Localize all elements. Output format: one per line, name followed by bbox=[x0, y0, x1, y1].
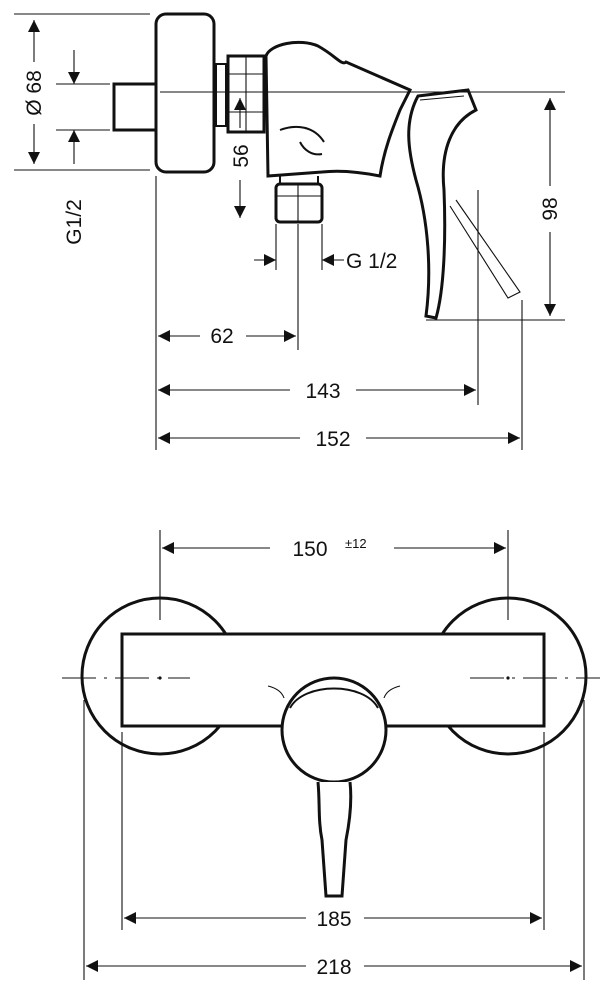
dim-width-total: 218 bbox=[316, 956, 351, 979]
shower-outlet bbox=[274, 182, 324, 224]
dim-width-body: 185 bbox=[316, 908, 351, 931]
dim-depth-lever: 143 bbox=[305, 380, 340, 403]
dim-height-outlet: 56 bbox=[230, 144, 253, 167]
control-knob bbox=[280, 676, 388, 784]
lever-front bbox=[316, 781, 353, 898]
dim-height-lever: 98 bbox=[539, 197, 562, 220]
dim-centre-tolerance: ±12 bbox=[345, 536, 367, 551]
dim-thread-inlet: G1/2 bbox=[63, 199, 86, 245]
inlet-pipe bbox=[112, 82, 158, 132]
dim-depth-outlet: 62 bbox=[210, 325, 233, 348]
hex-nut bbox=[215, 54, 266, 134]
dim-depth-total: 152 bbox=[315, 428, 350, 451]
dim-diameter: Ø 68 bbox=[23, 70, 46, 116]
side-view: Ø 68 G1/2 56 G 1/2 98 62 143 152 bbox=[14, 12, 565, 451]
wall-flange bbox=[154, 12, 216, 174]
front-view: 150 ±12 185 218 bbox=[62, 530, 600, 980]
lever bbox=[407, 88, 478, 320]
lever-tilted bbox=[449, 199, 521, 299]
dim-centre-distance: 150 bbox=[292, 538, 327, 561]
mixer-body bbox=[264, 40, 413, 178]
dim-thread-outlet: G 1/2 bbox=[346, 250, 397, 273]
